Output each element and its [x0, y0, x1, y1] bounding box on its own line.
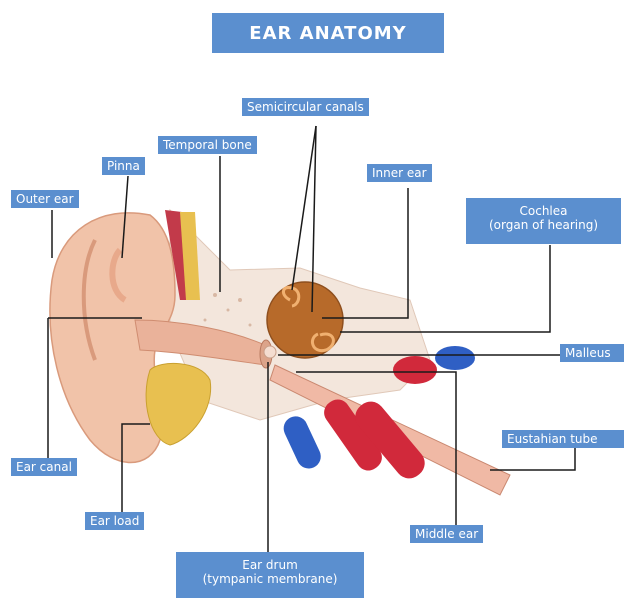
label-cochlea: Cochlea (organ of hearing) [466, 198, 621, 244]
label-ear-drum: Ear drum (tympanic membrane) [176, 552, 364, 598]
label-cochlea-line1: Cochlea [471, 204, 616, 218]
label-ear-load: Ear load [85, 512, 144, 530]
label-ear-drum-line2: (tympanic membrane) [181, 572, 359, 586]
label-ear-drum-line1: Ear drum [181, 558, 359, 572]
leader-eustachian [490, 448, 575, 470]
vein-vessel-2 [435, 346, 475, 370]
label-inner-ear: Inner ear [367, 164, 432, 182]
label-semicircular-canals: Semicircular canals [242, 98, 369, 116]
label-cochlea-line2: (organ of hearing) [471, 218, 616, 232]
label-eustachian-tube: Eustahian tube [502, 430, 624, 448]
label-temporal-bone: Temporal bone [158, 136, 257, 154]
vein-vessel-1 [280, 412, 325, 472]
label-middle-ear: Middle ear [410, 525, 483, 543]
diagram-title: EAR ANATOMY [212, 13, 444, 53]
artery-vessel-3 [393, 356, 437, 384]
label-pinna: Pinna [102, 157, 145, 175]
label-malleus: Malleus [560, 344, 624, 362]
label-outer-ear: Outer ear [11, 190, 79, 208]
malleus-shape [264, 346, 276, 358]
ear-load-shape [146, 363, 211, 445]
label-ear-canal: Ear canal [11, 458, 77, 476]
